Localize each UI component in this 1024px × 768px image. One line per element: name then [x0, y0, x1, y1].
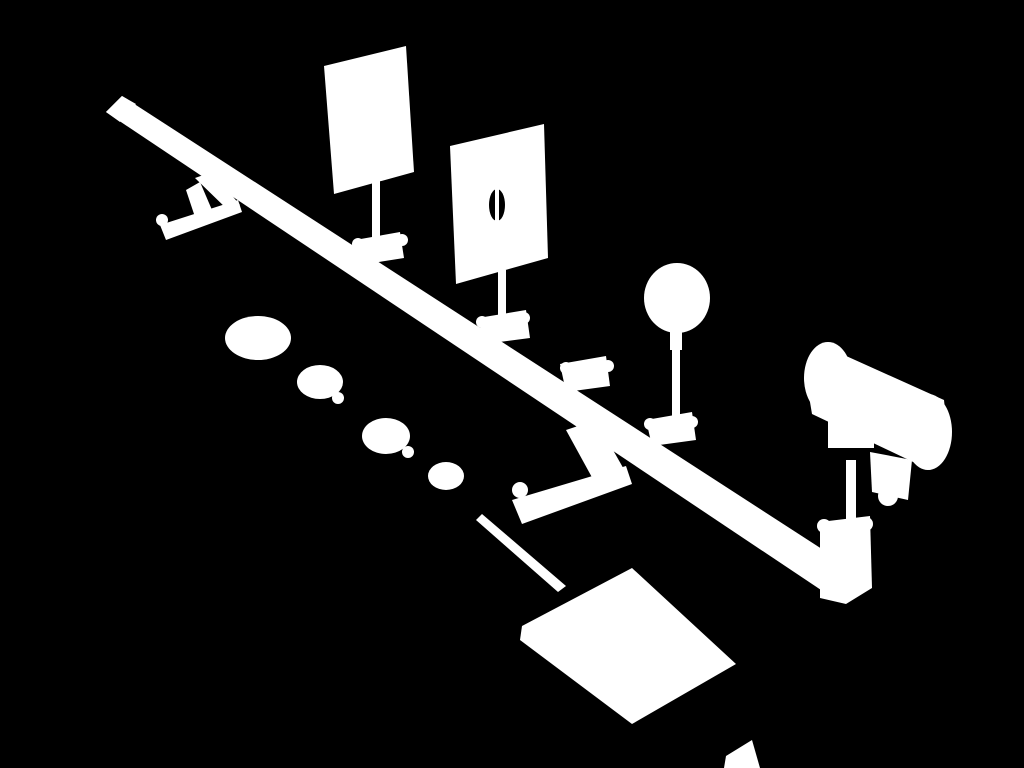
lens-disc	[297, 365, 343, 399]
rail-end-cap	[106, 96, 136, 122]
power-supply	[520, 568, 736, 724]
rail-stand-left	[156, 172, 242, 240]
lens-disc	[362, 418, 410, 454]
optical-rail	[106, 96, 842, 596]
light-source-lamp	[804, 342, 952, 604]
base-fragment	[724, 740, 760, 768]
white-screen	[324, 46, 414, 265]
lens-disc-knob	[402, 446, 414, 458]
lens-disc	[225, 316, 291, 360]
lens-holder	[644, 263, 710, 446]
lens-disc	[428, 462, 464, 490]
power-cable	[476, 514, 566, 592]
lens-disc-knob	[332, 392, 344, 404]
slit-divider	[495, 188, 499, 222]
rail-carrier	[560, 356, 614, 392]
rail-stand-right	[512, 420, 632, 524]
